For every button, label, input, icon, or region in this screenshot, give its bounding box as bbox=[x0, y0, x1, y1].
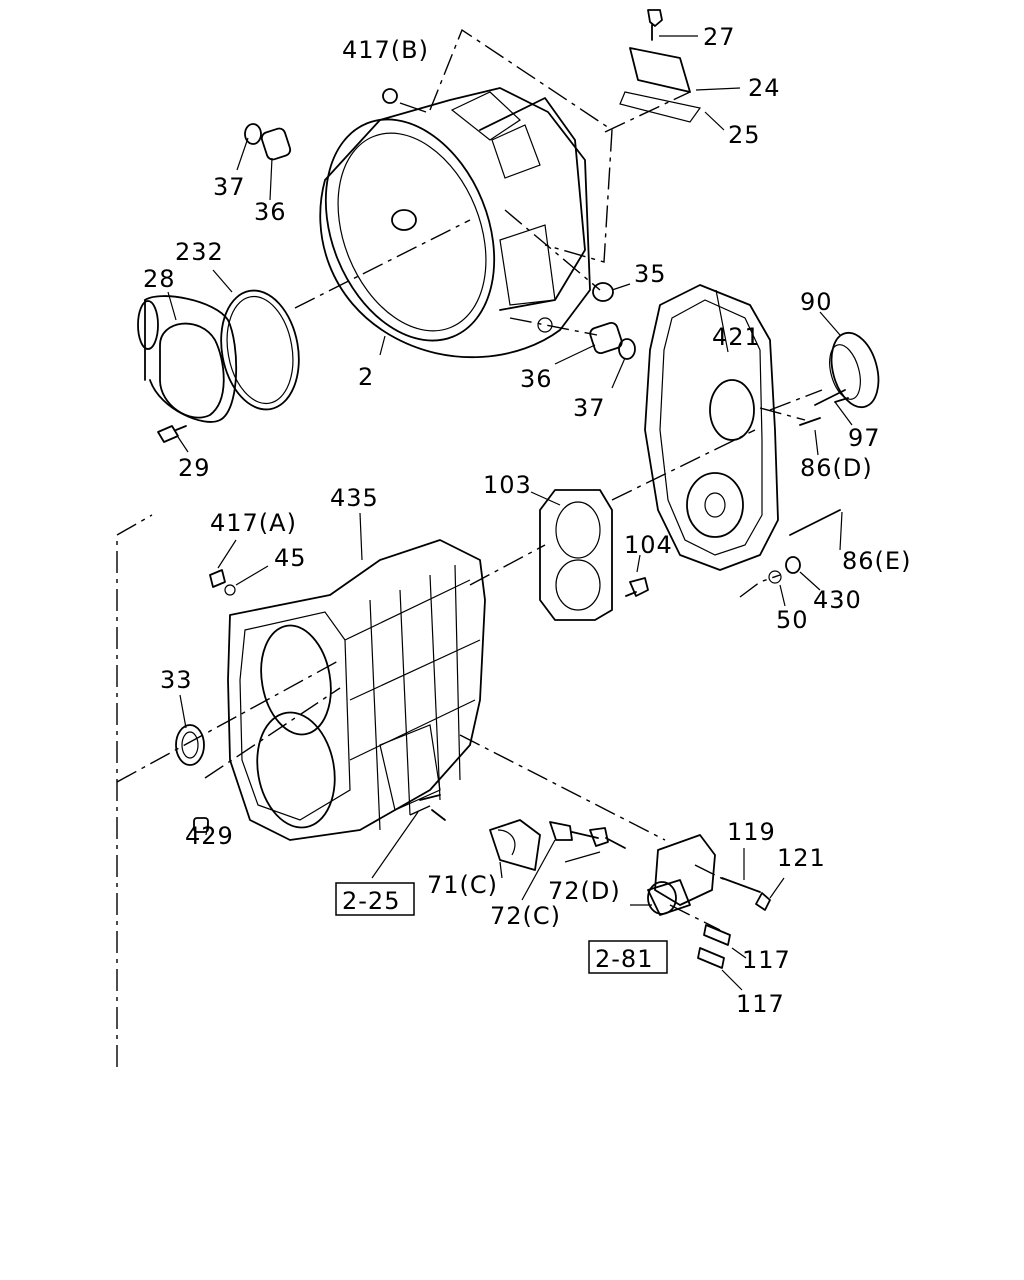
label-36-top: 36 bbox=[254, 198, 287, 226]
gasket-part-103 bbox=[539, 489, 649, 621]
input-retainer-group bbox=[137, 289, 300, 443]
ref-box-2-81 bbox=[588, 940, 668, 974]
label-50: 50 bbox=[776, 606, 809, 634]
label-25: 25 bbox=[728, 121, 761, 149]
bushing-seal-top-group bbox=[244, 88, 398, 161]
side-cover-group bbox=[489, 819, 626, 871]
label-27: 27 bbox=[703, 23, 736, 51]
ref-label-2-81: 2-81 bbox=[595, 945, 653, 973]
label-435: 435 bbox=[330, 484, 379, 512]
label-72d: 72(D) bbox=[548, 877, 621, 905]
label-417b: 417(B) bbox=[342, 36, 429, 64]
label-97: 97 bbox=[848, 424, 881, 452]
label-117a: 117 bbox=[742, 946, 791, 974]
label-417a: 417(A) bbox=[210, 509, 297, 537]
label-86e: 86(E) bbox=[842, 547, 911, 575]
label-33: 33 bbox=[160, 666, 193, 694]
label-103: 103 bbox=[483, 471, 532, 499]
label-29: 29 bbox=[178, 454, 211, 482]
label-2: 2 bbox=[358, 363, 374, 391]
part-labels: 417(B) 27 24 25 37 36 232 28 35 2 36 37 … bbox=[143, 23, 911, 1018]
label-104: 104 bbox=[624, 531, 673, 559]
transmission-case-part-435 bbox=[175, 539, 486, 841]
label-37-top: 37 bbox=[213, 173, 246, 201]
label-45: 45 bbox=[274, 544, 307, 572]
leader-lines bbox=[167, 35, 853, 991]
ref-box-2-25 bbox=[335, 882, 415, 916]
top-cover-group bbox=[619, 9, 702, 123]
label-121: 121 bbox=[777, 844, 826, 872]
label-37-right: 37 bbox=[573, 394, 606, 422]
label-429: 429 bbox=[185, 822, 234, 850]
bushing-seal-right-group bbox=[589, 282, 636, 360]
label-71c: 71(C) bbox=[427, 871, 498, 899]
label-36-right: 36 bbox=[520, 365, 553, 393]
label-90: 90 bbox=[800, 288, 833, 316]
label-232: 232 bbox=[175, 238, 224, 266]
label-35: 35 bbox=[634, 260, 667, 288]
label-72c: 72(C) bbox=[490, 902, 561, 930]
clutch-housing-part-2 bbox=[319, 87, 591, 359]
reference-boxes: 2-25 2-81 bbox=[335, 882, 668, 974]
label-86d: 86(D) bbox=[800, 454, 873, 482]
sensor-housing-group bbox=[647, 834, 771, 969]
label-430: 430 bbox=[813, 586, 862, 614]
label-117b: 117 bbox=[736, 990, 785, 1018]
label-421: 421 bbox=[712, 323, 761, 351]
ref-label-2-25: 2-25 bbox=[342, 887, 400, 915]
label-24: 24 bbox=[748, 74, 781, 102]
label-119: 119 bbox=[727, 818, 776, 846]
label-28: 28 bbox=[143, 265, 176, 293]
rear-cover-part-421 bbox=[644, 284, 880, 584]
